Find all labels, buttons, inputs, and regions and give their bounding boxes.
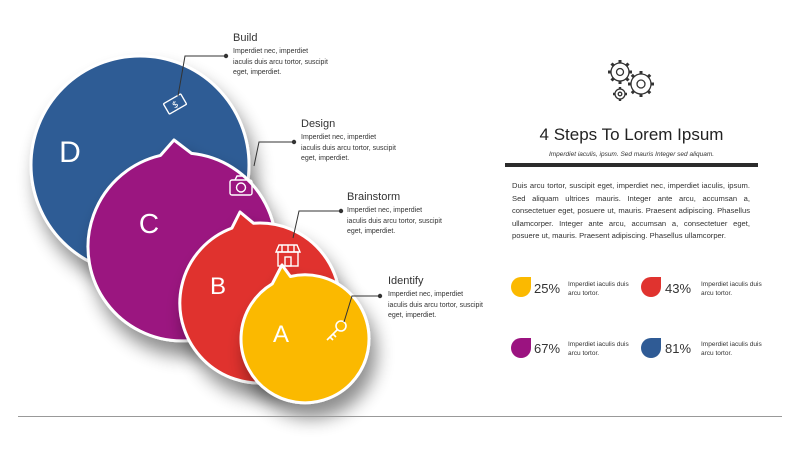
page-subtitle: Imperdiet iaculis, ipsum. Sed mauris Int…: [548, 151, 715, 158]
stat-drop-icon-25: [511, 277, 531, 297]
step-letter-d: D: [59, 136, 81, 169]
store-icon: [274, 244, 302, 267]
connector-identify: [343, 293, 383, 323]
stat-pct-81: 81%: [665, 341, 692, 356]
step-title-identify: Identify: [388, 275, 424, 287]
bottom-divider: [18, 416, 782, 417]
body-paragraph: Duis arcu tortor, suscipit eget, imperdi…: [512, 181, 750, 241]
gears-icon: [608, 60, 654, 101]
step-title-design: Design: [301, 118, 336, 130]
stat-drop-icon-67: [511, 338, 531, 358]
step-desc-design: Imperdiet nec, imperdiet iaculis duis ar…: [301, 134, 396, 162]
connector-build: [177, 53, 229, 97]
stat-drop-icon-43: [641, 277, 661, 297]
stat-drop-icon-81: [641, 338, 661, 358]
step-title-build: Build: [233, 32, 258, 44]
stat-pct-43: 43%: [665, 281, 692, 296]
connector-design: [253, 139, 297, 167]
title-divider: [505, 163, 758, 167]
camera-icon: [229, 175, 253, 196]
step-letter-b: B: [210, 273, 226, 300]
stat-desc-81: Imperdiet iaculis duis arcu tortor.: [701, 341, 762, 357]
step-desc-build: Imperdiet nec, imperdiet iaculis duis ar…: [233, 48, 328, 76]
money-icon: $: [163, 93, 187, 115]
stat-pct-25: 25%: [534, 281, 561, 296]
step-desc-identify: Imperdiet nec, imperdiet iaculis duis ar…: [388, 291, 483, 319]
step-letter-a: A: [273, 321, 289, 348]
circle-a-shape: [239, 263, 371, 405]
stat-pct-67: 67%: [534, 341, 561, 356]
circle-step-a: [239, 263, 371, 405]
key-icon: [326, 320, 347, 341]
stat-desc-25: Imperdiet iaculis duis arcu tortor.: [568, 281, 629, 297]
svg-text:$: $: [171, 100, 181, 112]
step-title-brainstorm: Brainstorm: [347, 191, 401, 203]
step-desc-brainstorm: Imperdiet nec, imperdiet iaculis duis ar…: [347, 207, 442, 235]
stat-desc-67: Imperdiet iaculis duis arcu tortor.: [568, 341, 629, 357]
connector-brainstorm: [292, 208, 344, 239]
page-title: 4 Steps To Lorem Ipsum: [539, 125, 724, 144]
step-letter-c: C: [139, 208, 159, 239]
stat-desc-43: Imperdiet iaculis duis arcu tortor.: [701, 281, 762, 297]
